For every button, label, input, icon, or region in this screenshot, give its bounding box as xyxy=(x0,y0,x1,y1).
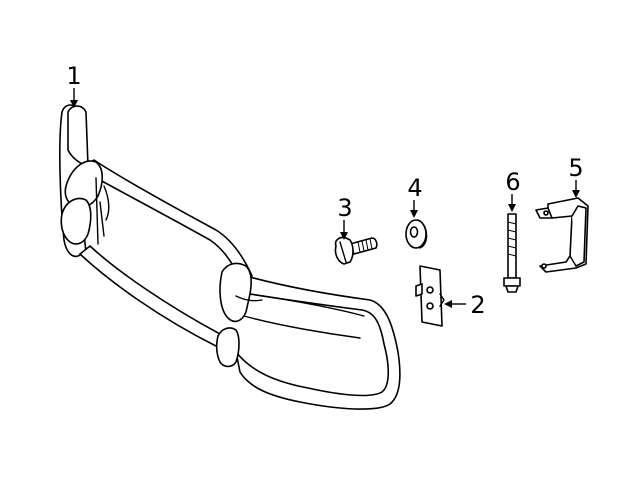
grille-guard-part-1 xyxy=(59,104,401,410)
callout-1-label: 1 xyxy=(66,62,81,90)
callout-5-label: 5 xyxy=(568,154,583,182)
long-bolt-part-6 xyxy=(503,213,521,293)
callout-2-label: 2 xyxy=(470,291,485,319)
mounting-bracket-part-5 xyxy=(535,197,589,273)
bolt-part-3 xyxy=(334,236,378,265)
callout-2: 2 xyxy=(444,291,486,319)
callout-4: 4 xyxy=(407,174,423,218)
callout-5: 5 xyxy=(568,154,584,198)
callout-3-label: 3 xyxy=(337,194,352,222)
callout-4-label: 4 xyxy=(407,174,422,202)
callout-3: 3 xyxy=(337,194,353,240)
bracket-plate-part-2 xyxy=(415,265,445,327)
washer-part-4 xyxy=(405,219,428,249)
callout-6: 6 xyxy=(505,168,521,212)
callout-1: 1 xyxy=(66,62,82,108)
callout-6-label: 6 xyxy=(505,168,520,196)
